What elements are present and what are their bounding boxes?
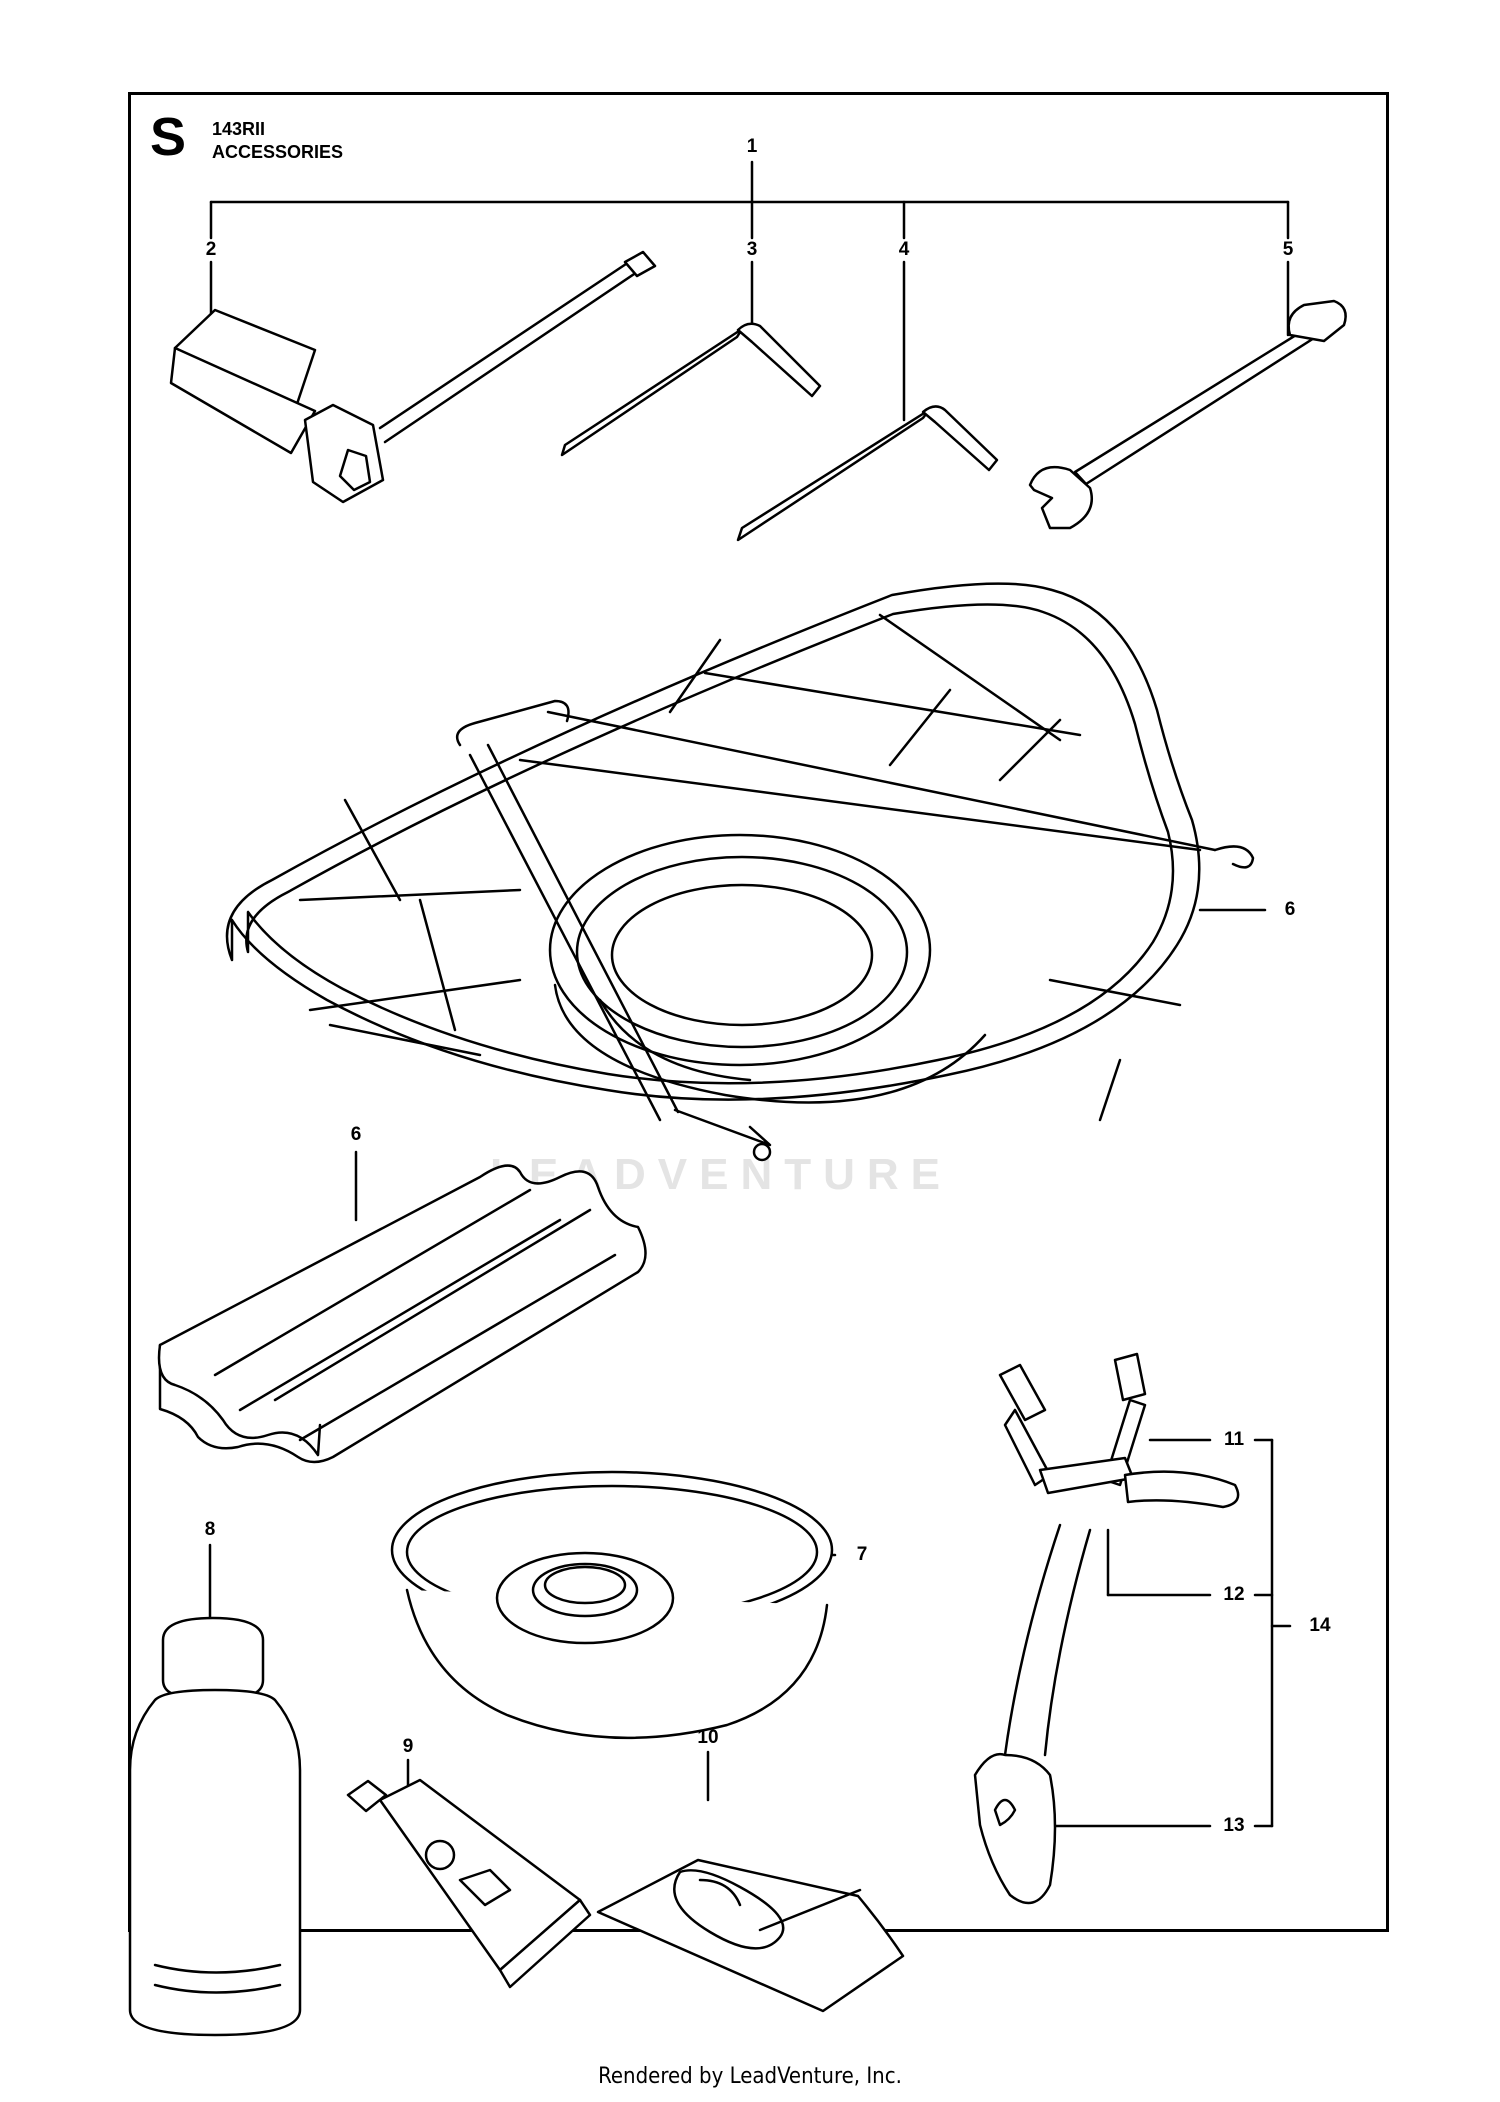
trimmer-guard bbox=[225, 582, 1255, 1162]
grease-tube bbox=[346, 1778, 592, 1989]
callout-9: 9 bbox=[402, 1736, 414, 1757]
callout-13: 13 bbox=[1223, 1815, 1245, 1836]
harness bbox=[973, 1352, 1240, 1905]
callout-10: 10 bbox=[697, 1727, 719, 1748]
callout-5: 5 bbox=[1282, 239, 1294, 260]
spark-plug-wrench bbox=[169, 250, 657, 504]
hex-key-3 bbox=[560, 322, 822, 457]
page-title: ACCESSORIES bbox=[212, 142, 344, 162]
hex-key-4 bbox=[736, 405, 999, 542]
callout-6-filter: 6 bbox=[350, 1124, 362, 1145]
callout-6-guard: 6 bbox=[1284, 899, 1296, 920]
bag bbox=[596, 1858, 905, 2013]
footer-credit: Rendered by LeadVenture, Inc. bbox=[598, 2064, 902, 2089]
combination-wrench bbox=[1028, 299, 1347, 530]
bowl bbox=[390, 1470, 834, 1740]
filter-block bbox=[157, 1164, 647, 1464]
callout-2: 2 bbox=[205, 239, 217, 260]
callout-4: 4 bbox=[898, 239, 910, 260]
callout-1: 1 bbox=[746, 136, 758, 157]
callout-11: 11 bbox=[1223, 1429, 1245, 1450]
callout-14: 14 bbox=[1309, 1615, 1331, 1636]
callout-3: 3 bbox=[746, 239, 758, 260]
callout-7: 7 bbox=[856, 1544, 868, 1565]
model-number: 143RII bbox=[212, 119, 266, 139]
oil-bottle bbox=[128, 1616, 302, 2037]
callout-12: 12 bbox=[1223, 1584, 1245, 1605]
callout-8: 8 bbox=[204, 1519, 216, 1540]
section-letter: S bbox=[150, 107, 187, 167]
